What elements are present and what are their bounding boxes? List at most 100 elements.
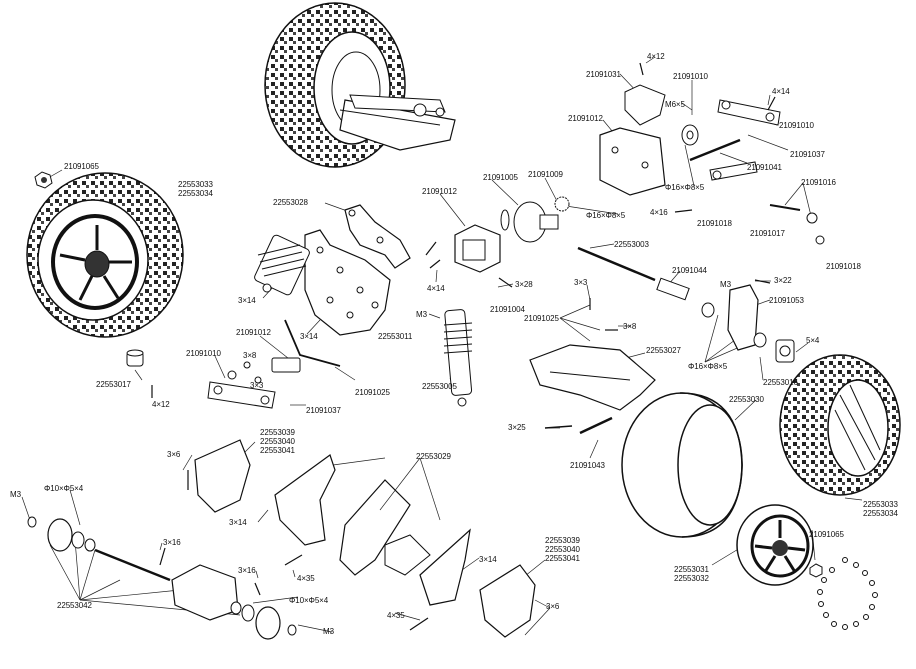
hinge-pin-3x25 — [544, 425, 573, 429]
label-21091025-bar: 21091025 — [355, 388, 390, 397]
label-4x14-mid: 4×14 — [427, 284, 445, 293]
bulkhead-main — [599, 127, 666, 196]
shock-absorber-center — [443, 309, 473, 407]
label-3x8-mid: 3×8 — [623, 322, 637, 331]
diff-gear — [554, 196, 570, 212]
label-phi16x8x5-c: Φ16×Φ8×5 — [688, 362, 728, 371]
label-21091010-left: 21091010 — [186, 349, 221, 358]
rim-lower-right — [736, 504, 814, 586]
label-m3-shock: M3 — [416, 310, 427, 319]
bulkhead-upper — [624, 84, 666, 126]
hex-hub-right — [775, 339, 795, 363]
rear-axle-shaft — [94, 548, 171, 582]
wheel-nut-left — [34, 171, 53, 189]
label-21091005: 21091005 — [483, 173, 518, 182]
label-22553005: 22553005 — [422, 382, 457, 391]
tire-lower-right — [621, 392, 743, 538]
label-21091010-top: 21091010 — [673, 72, 708, 81]
label-22553041-a: 22553041 — [260, 446, 295, 455]
sway-bar — [284, 319, 341, 367]
label-22553030: 22553030 — [729, 395, 764, 404]
drive-shaft — [577, 246, 690, 301]
label-4x12-left: 4×12 — [152, 400, 170, 409]
label-22553017: 22553017 — [96, 380, 131, 389]
label-22553034-left: 22553034 — [178, 189, 213, 198]
label-21091065-left: 21091065 — [64, 162, 99, 171]
label-21091004: 21091004 — [490, 305, 525, 314]
shock-absorber-left — [254, 234, 310, 296]
label-21091041: 21091041 — [747, 163, 782, 172]
label-21091044: 21091044 — [672, 266, 707, 275]
label-3x16-b: 3×16 — [238, 566, 256, 575]
label-22553034-right: 22553034 — [863, 509, 898, 518]
label-m3-bottom-left: M3 — [10, 490, 21, 499]
differential — [500, 201, 559, 243]
label-phi16x8x5-a: Φ16×Φ8×5 — [665, 183, 705, 192]
label-22553011: 22553011 — [378, 332, 413, 341]
label-21091065-right: 21091065 — [809, 530, 844, 539]
label-phi10x5x4-a: Φ10×Φ5×4 — [44, 484, 84, 493]
label-22553031: 22553031 — [674, 565, 709, 574]
screws — [151, 62, 776, 631]
label-22553032: 22553032 — [674, 574, 709, 583]
label-21091016: 21091016 — [801, 178, 836, 187]
label-21091025-mid: 21091025 — [524, 314, 559, 323]
label-4x16-mid: 4×16 — [650, 208, 668, 217]
label-22553039-b: 22553039 — [545, 536, 580, 545]
shock-tower-upper — [344, 204, 411, 269]
label-4x14-tr: 4×14 — [772, 87, 790, 96]
label-3x3-a: 3×3 — [574, 278, 588, 287]
label-3x14-b: 3×14 — [300, 332, 318, 341]
label-21091010-right: 21091010 — [779, 121, 814, 130]
label-4x35-b: 4×35 — [387, 611, 405, 620]
label-22553042: 22553042 — [57, 601, 92, 610]
label-3x16-a: 3×16 — [163, 538, 181, 547]
pin-21091041 — [689, 138, 741, 162]
label-21091053: 21091053 — [769, 296, 804, 305]
label-21091017: 21091017 — [750, 229, 785, 238]
rear-arm-right — [419, 528, 471, 606]
label-22553039-a: 22553039 — [260, 428, 295, 437]
label-21091018-a: 21091018 — [697, 219, 732, 228]
label-22553027: 22553027 — [646, 346, 681, 355]
steering-knuckle-right — [701, 284, 767, 351]
label-3x22: 3×22 — [774, 276, 792, 285]
label-22553033-right: 22553033 — [863, 500, 898, 509]
steering-link-top — [717, 99, 781, 126]
label-3x28: 3×28 — [515, 280, 533, 289]
shock-tower-main — [304, 229, 391, 336]
hinge-pin-21091043 — [579, 416, 613, 435]
bearing-m6 — [681, 124, 699, 146]
label-22553003: 22553003 — [614, 240, 649, 249]
label-3x14-c: 3×14 — [229, 518, 247, 527]
label-3x14-a: 3×14 — [238, 296, 256, 305]
label-22553041-b: 22553041 — [545, 554, 580, 563]
rear-gearbox — [171, 564, 239, 621]
label-m3-bottom-right: M3 — [323, 627, 334, 636]
label-m6x5: M6×5 — [665, 100, 685, 109]
rear-arm-left — [274, 454, 336, 546]
label-21091031: 21091031 — [586, 70, 621, 79]
rear-axle-left-wheel — [27, 516, 96, 552]
label-21091018-b: 21091018 — [826, 262, 861, 271]
label-3x6-b: 3×6 — [546, 602, 560, 611]
label-21091037-left: 21091037 — [306, 406, 341, 415]
label-m3-mid: M3 — [720, 280, 731, 289]
label-21091037-right: 21091037 — [790, 150, 825, 159]
label-4x35-a: 4×35 — [297, 574, 315, 583]
turnbuckle — [709, 161, 758, 181]
label-3x14-d: 3×14 — [479, 555, 497, 564]
label-21091012-top: 21091012 — [568, 114, 603, 123]
lower-arm-right — [529, 344, 656, 411]
top-wheel-assembly — [264, 2, 456, 168]
label-3x3-b: 3×3 — [250, 381, 264, 390]
label-21091012-mid: 21091012 — [422, 187, 457, 196]
rear-arm-center — [339, 479, 431, 576]
rod-end-set — [769, 204, 825, 245]
sway-bar-links — [243, 357, 301, 384]
label-22553016: 22553016 — [763, 378, 798, 387]
label-5x4: 5×4 — [806, 336, 820, 345]
left-wheel — [26, 172, 184, 338]
